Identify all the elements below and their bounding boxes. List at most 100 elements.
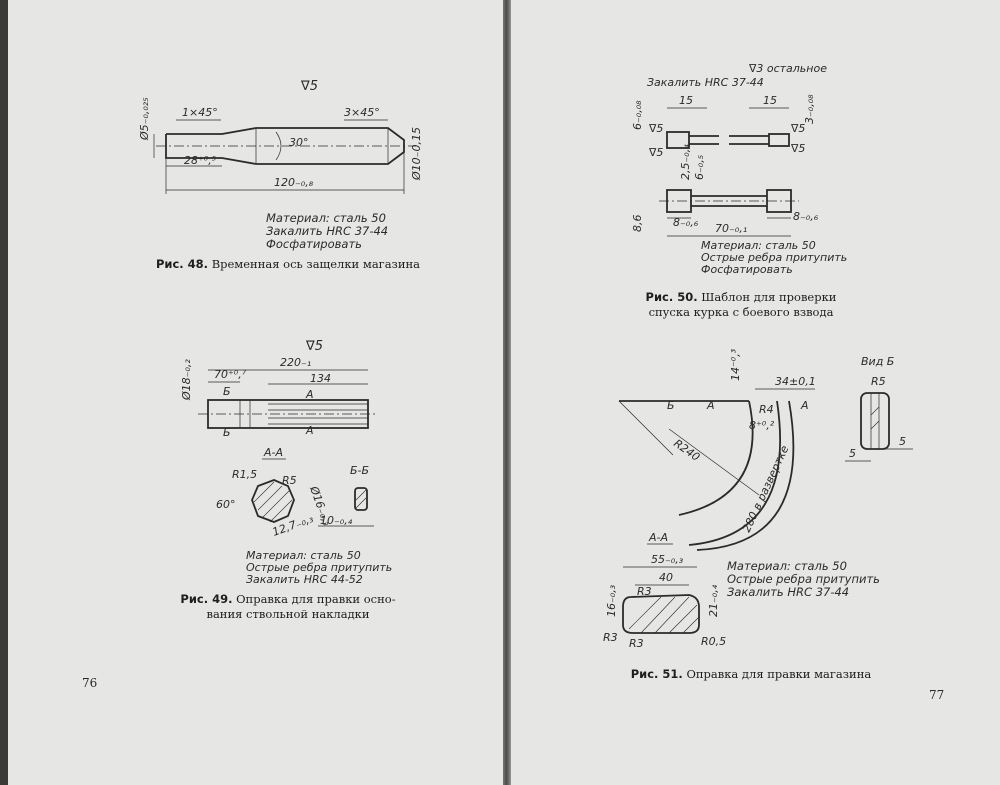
fig48-caption-text: Временная ось защелки магазина: [211, 257, 421, 271]
fig49-drawing: ∇5 220₋₁ 134 70⁺⁰,⁷ Ø18₋₀,₂ Б А Б А А-А …: [180, 339, 378, 539]
fig48-notes: Материал: сталь 50 Закалить HRC 37-44 Фо…: [266, 212, 388, 251]
fig51-offset: 34±0,1: [775, 375, 816, 388]
book-gutter: [500, 0, 512, 785]
fig51-label: Рис. 51.: [630, 667, 683, 681]
fig51-height-right: 21₋₀,₄: [707, 584, 720, 617]
fig51-radius-r05: R0,5: [701, 635, 726, 648]
fig50-height-right: 3₋₀,₀₈: [803, 94, 816, 124]
fig48-length-total: 120₋₀,₈: [274, 176, 314, 189]
fig49-label: Рис. 49.: [180, 592, 233, 606]
fig50-drawing: ∇3 остальное Закалить HRC 37-44 15 15 6₋…: [631, 62, 827, 237]
fig49-cut-a: А: [305, 388, 314, 401]
note-line: Материал: сталь 50: [701, 239, 816, 252]
fig50-surface-mark: ∇3 остальное: [748, 62, 827, 75]
fig51-notes: Материал: сталь 50 Острые ребра притупит…: [727, 560, 880, 599]
fig49-notes: Материал: сталь 50 Острые ребра притупит…: [246, 550, 392, 586]
fig49-radius-1: R1,5: [232, 468, 257, 481]
fig49-caption-line2: вания ствольной накладки: [206, 607, 370, 621]
fig48-chamfer-left: 1×45°: [182, 106, 218, 119]
fig49-radius-2: R5: [282, 474, 297, 487]
right-page: ∇3 остальное Закалить HRC 37-44 15 15 6₋…: [511, 0, 1000, 785]
fig50-notes: Материал: сталь 50 Острые ребра притупит…: [701, 240, 847, 276]
note-line: Закалить HRC 37-44: [266, 224, 389, 238]
fig49-length-head: 70⁺⁰,⁷: [214, 368, 247, 381]
fig50-harden: Закалить HRC 37-44: [647, 76, 764, 89]
fig48-angle: 30°: [289, 136, 309, 149]
fig51-view-w-right: 5: [899, 435, 906, 448]
fig48-surface-mark: ∇5: [300, 79, 318, 94]
fig50-mark-right-bottom: ∇5: [790, 142, 805, 155]
fig51-view-r5: R5: [871, 375, 886, 388]
fig48-length-short: 28⁺⁰,⁵: [184, 154, 216, 167]
fig51-arc-length: 280 в развертке: [740, 443, 792, 534]
fig50-caption-line1: Шаблон для проверки: [701, 290, 837, 304]
fig50-caption-line2: спуска курка с боевого взвода: [648, 305, 834, 319]
fig48-drawing: ∇5 1×45° 3×45° 30° Ø5₋₀,₀₂₅ 28⁺⁰,⁵ 120₋₀…: [138, 79, 423, 194]
fig51-radius-r3-left: R3: [603, 631, 618, 644]
note-line: Острые ребра притупить: [701, 251, 848, 264]
fig51-radius-r4: R4: [759, 403, 774, 416]
fig49-thickness: 10₋₀,₄: [320, 514, 353, 527]
note-line: Материал: сталь 50: [727, 559, 847, 573]
fig49-diameter: Ø18₋₀,₂: [180, 359, 193, 401]
fig50-length-right: 15: [763, 94, 777, 107]
fig50-step-right: 8₋₀,₆: [793, 210, 819, 223]
fig49-flat: 12,7₋₀,₃: [271, 512, 316, 539]
fig51-width-inner: 40: [659, 571, 673, 584]
page-number-left: 76: [82, 676, 98, 690]
note-line: Закалить HRC 37-44: [727, 585, 850, 599]
fig48-label: Рис. 48.: [155, 257, 209, 271]
fig50-thickness-1: 2,5₋₀,₄: [679, 144, 692, 180]
fig49-cut-b: Б: [223, 385, 231, 398]
fig49-surface-mark: ∇5: [305, 339, 323, 354]
fig51-height-left: 16₋₀,₃: [605, 584, 618, 617]
fig51-radius-r3-top: R3: [637, 585, 652, 598]
fig49-caption-line1: Оправка для правки осно-: [236, 592, 396, 606]
fig50-length-left: 15: [679, 94, 693, 107]
note-line: Фосфатировать: [701, 263, 793, 276]
fig51-view-label: Вид Б: [861, 355, 894, 368]
note-line: Фосфатировать: [266, 237, 362, 251]
note-line: Закалить HRC 44-52: [246, 573, 363, 586]
fig51-radius-r3-bottom: R3: [629, 637, 644, 650]
fig48-caption: Рис. 48. Временная ось защелки магазина: [138, 257, 438, 272]
page-number-right: 77: [929, 688, 945, 702]
fig48-diameter-right: Ø10₋0,15: [410, 127, 423, 181]
fig51-caption-text: Оправка для правки магазина: [686, 667, 872, 681]
fig50-thickness-2: 6₋₀,₅: [693, 155, 706, 180]
fig51-cut-b: Б: [667, 399, 675, 412]
fig49-section-aa: А-А: [263, 446, 283, 459]
note-line: Материал: сталь 50: [266, 211, 386, 225]
fig50-height-left: 6₋₀,₀₈: [631, 100, 644, 130]
fig51-cut-a-right: А: [800, 399, 809, 412]
note-line: Острые ребра притупить: [727, 572, 880, 586]
fig49-angle: 60°: [216, 498, 236, 511]
fig49-length-grooved: 134: [310, 372, 331, 385]
fig51-cut-a-left: А: [706, 399, 715, 412]
fig49-length-total: 220₋₁: [280, 356, 311, 369]
fig51-width-total: 55₋₀,₃: [651, 553, 684, 566]
fig51-view-w-left: 5: [849, 447, 856, 460]
fig50-caption: Рис. 50. Шаблон для проверки спуска курк…: [621, 290, 861, 320]
fig50-length-mid: 70₋₀,₁: [715, 222, 747, 235]
fig49-cut-b-bottom: Б: [223, 426, 231, 439]
fig49-section-bb: Б-Б: [350, 464, 369, 477]
fig50-label: Рис. 50.: [645, 290, 698, 304]
fig48-chamfer-right: 3×45°: [344, 106, 380, 119]
note-line: Материал: сталь 50: [246, 549, 361, 562]
fig50-step-left: 8₋₀,₆: [673, 216, 699, 229]
fig51-section-aa: А-А: [648, 531, 668, 544]
fig51-caption: Рис. 51. Оправка для правки магазина: [621, 667, 881, 682]
fig51-depth: 8⁺⁰,²: [749, 419, 775, 432]
fig49-cut-a-bottom: А: [305, 424, 314, 437]
fig51-drawing: Б А А R240 280 в развертке 14⁻⁰,³ 34±0,1…: [603, 348, 913, 650]
fig50-mark-right-top: ∇5: [790, 122, 805, 135]
fig50-height-bottom: 8,6: [631, 215, 644, 233]
fig50-mark-left-top: ∇5: [648, 122, 663, 135]
fig48-diameter-left: Ø5₋₀,₀₂₅: [138, 97, 151, 141]
fig50-mark-left-bottom: ∇5: [648, 146, 663, 159]
fig49-caption: Рис. 49. Оправка для правки осно- вания …: [173, 592, 403, 622]
note-line: Острые ребра притупить: [246, 561, 393, 574]
fig51-height: 14⁻⁰,³: [729, 348, 742, 381]
left-page: ∇5 1×45° 3×45° 30° Ø5₋₀,₀₂₅ 28⁺⁰,⁵ 120₋₀…: [8, 0, 503, 785]
